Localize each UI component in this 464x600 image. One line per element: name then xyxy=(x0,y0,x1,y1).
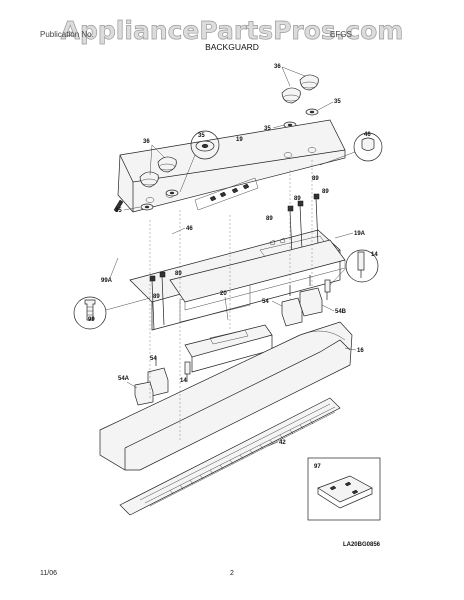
knob-spacer-left-1 xyxy=(165,189,179,197)
backguard-trim xyxy=(99,321,353,471)
callout-54b: 54B xyxy=(335,309,347,315)
backguard-panel xyxy=(113,119,346,213)
callout-42: 42 xyxy=(279,440,286,446)
screw-right-1 xyxy=(287,205,294,256)
callout-36-left: 36 xyxy=(143,139,150,145)
screw-left-2 xyxy=(159,271,166,326)
knob-spacer-right xyxy=(305,108,319,116)
switch-54b xyxy=(299,275,323,317)
lamp-14-left xyxy=(184,361,191,382)
callout-labels: 36 35 35 19 46 36 35 35 46 89 89 89 89 1… xyxy=(88,64,378,470)
callout-54a: 54A xyxy=(118,376,130,382)
detail-box-97 xyxy=(307,457,381,521)
screw-left-1 xyxy=(149,275,156,331)
callout-99: 99 xyxy=(88,317,95,323)
callout-19a: 19A xyxy=(354,231,366,237)
callout-35-mid: 35 xyxy=(264,126,271,132)
callout-89-right-c: 89 xyxy=(294,196,301,202)
detail-circle-lamp xyxy=(329,249,379,286)
vent-grille xyxy=(119,397,341,516)
knob-top-right-2 xyxy=(299,74,319,91)
switch-54a xyxy=(134,381,154,406)
callout-54-right: 54 xyxy=(262,299,269,305)
diagram-code: LA20BG0856 xyxy=(343,542,381,548)
footer-date: 11/06 xyxy=(40,570,57,577)
model-label: EFGS xyxy=(330,30,352,39)
knob-spacer-left-2 xyxy=(140,203,154,211)
electronic-control-board xyxy=(184,324,273,373)
callout-89-left-a: 89 xyxy=(175,271,182,277)
callout-89-right-a: 89 xyxy=(312,176,319,182)
callout-89-right-b: 89 xyxy=(322,189,329,195)
callout-35-circle: 35 xyxy=(198,133,205,139)
footer-page-number: 2 xyxy=(230,570,234,577)
callout-89-right-d: 89 xyxy=(266,216,273,222)
callout-20: 20 xyxy=(220,291,227,297)
callout-89-left-b: 89 xyxy=(153,294,160,300)
callout-97: 97 xyxy=(314,464,321,470)
callout-46-right: 46 xyxy=(364,132,371,138)
callout-19: 19 xyxy=(236,137,243,143)
watermark-logo: AppliancePartsPros.com xyxy=(61,16,404,45)
lamp-14-right xyxy=(324,279,331,300)
callout-14-left: 14 xyxy=(180,378,187,384)
callout-54-left: 54 xyxy=(150,356,157,362)
knob-top-right-1 xyxy=(281,87,301,104)
callout-14-circle: 14 xyxy=(371,252,378,258)
detail-circle-knob-insert xyxy=(319,132,383,166)
callout-16: 16 xyxy=(357,348,364,354)
callout-46-left: 46 xyxy=(186,226,193,232)
knob-left-2 xyxy=(157,156,177,173)
detail-circle-screw xyxy=(73,296,151,330)
section-title: BACKGUARD xyxy=(205,42,259,52)
detail-circle-spacer xyxy=(179,130,220,193)
screw-right-3 xyxy=(313,193,320,246)
publication-label: Publication No. xyxy=(40,30,94,39)
knob-left-1 xyxy=(139,171,159,188)
callout-36-top: 36 xyxy=(274,64,281,70)
screw-right-2 xyxy=(297,200,304,251)
callout-35-top: 35 xyxy=(334,99,341,105)
callout-35-left: 35 xyxy=(115,208,122,214)
callout-99a: 99A xyxy=(101,278,113,284)
